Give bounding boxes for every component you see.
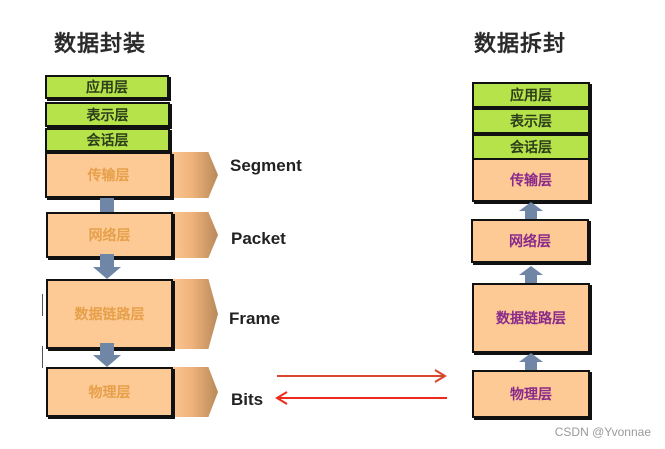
bits-tab (170, 367, 218, 417)
left-layer-datalink: 数据链路层 (46, 279, 173, 349)
left-layer-session: 会话层 (45, 128, 170, 152)
divider-line (42, 346, 43, 368)
right-layer-datalink: 数据链路层 (472, 283, 590, 353)
left-layer-transport: 传输层 (45, 152, 172, 198)
down-arrow-icon (93, 254, 121, 279)
pdu-frame-label: Frame (229, 309, 281, 328)
left-layer-presentation: 表示层 (45, 102, 170, 127)
left-layer-network: 网络层 (46, 212, 173, 258)
pdu-bits-label: Bits (231, 390, 264, 409)
transmit-right-arrow-icon (277, 369, 447, 383)
up-arrow-icon (519, 266, 543, 286)
packet-tab (170, 212, 218, 258)
decapsulation-title: 数据拆封 (474, 31, 567, 57)
frame-tab (170, 279, 218, 349)
right-layer-network: 网络层 (471, 219, 589, 263)
left-layer-physical: 物理层 (46, 367, 173, 417)
encapsulation-title: 数据封装 (54, 31, 147, 57)
right-layer-application: 应用层 (472, 82, 590, 108)
right-layer-physical: 物理层 (472, 370, 590, 418)
watermark: CSDN @Yvonnae (554, 425, 651, 439)
segment-tab (170, 152, 218, 198)
down-arrow-icon (93, 343, 121, 367)
right-layer-transport: 传输层 (472, 158, 590, 202)
right-layer-presentation: 表示层 (472, 108, 590, 134)
left-layer-application: 应用层 (45, 75, 169, 99)
up-arrow-icon (519, 353, 543, 373)
right-layer-session: 会话层 (472, 134, 590, 160)
divider-line (42, 294, 43, 316)
receive-left-arrow-icon (275, 391, 447, 405)
pdu-packet-label: Packet (231, 229, 286, 248)
pdu-segment-label: Segment (230, 156, 302, 175)
up-arrow-icon (519, 202, 543, 222)
